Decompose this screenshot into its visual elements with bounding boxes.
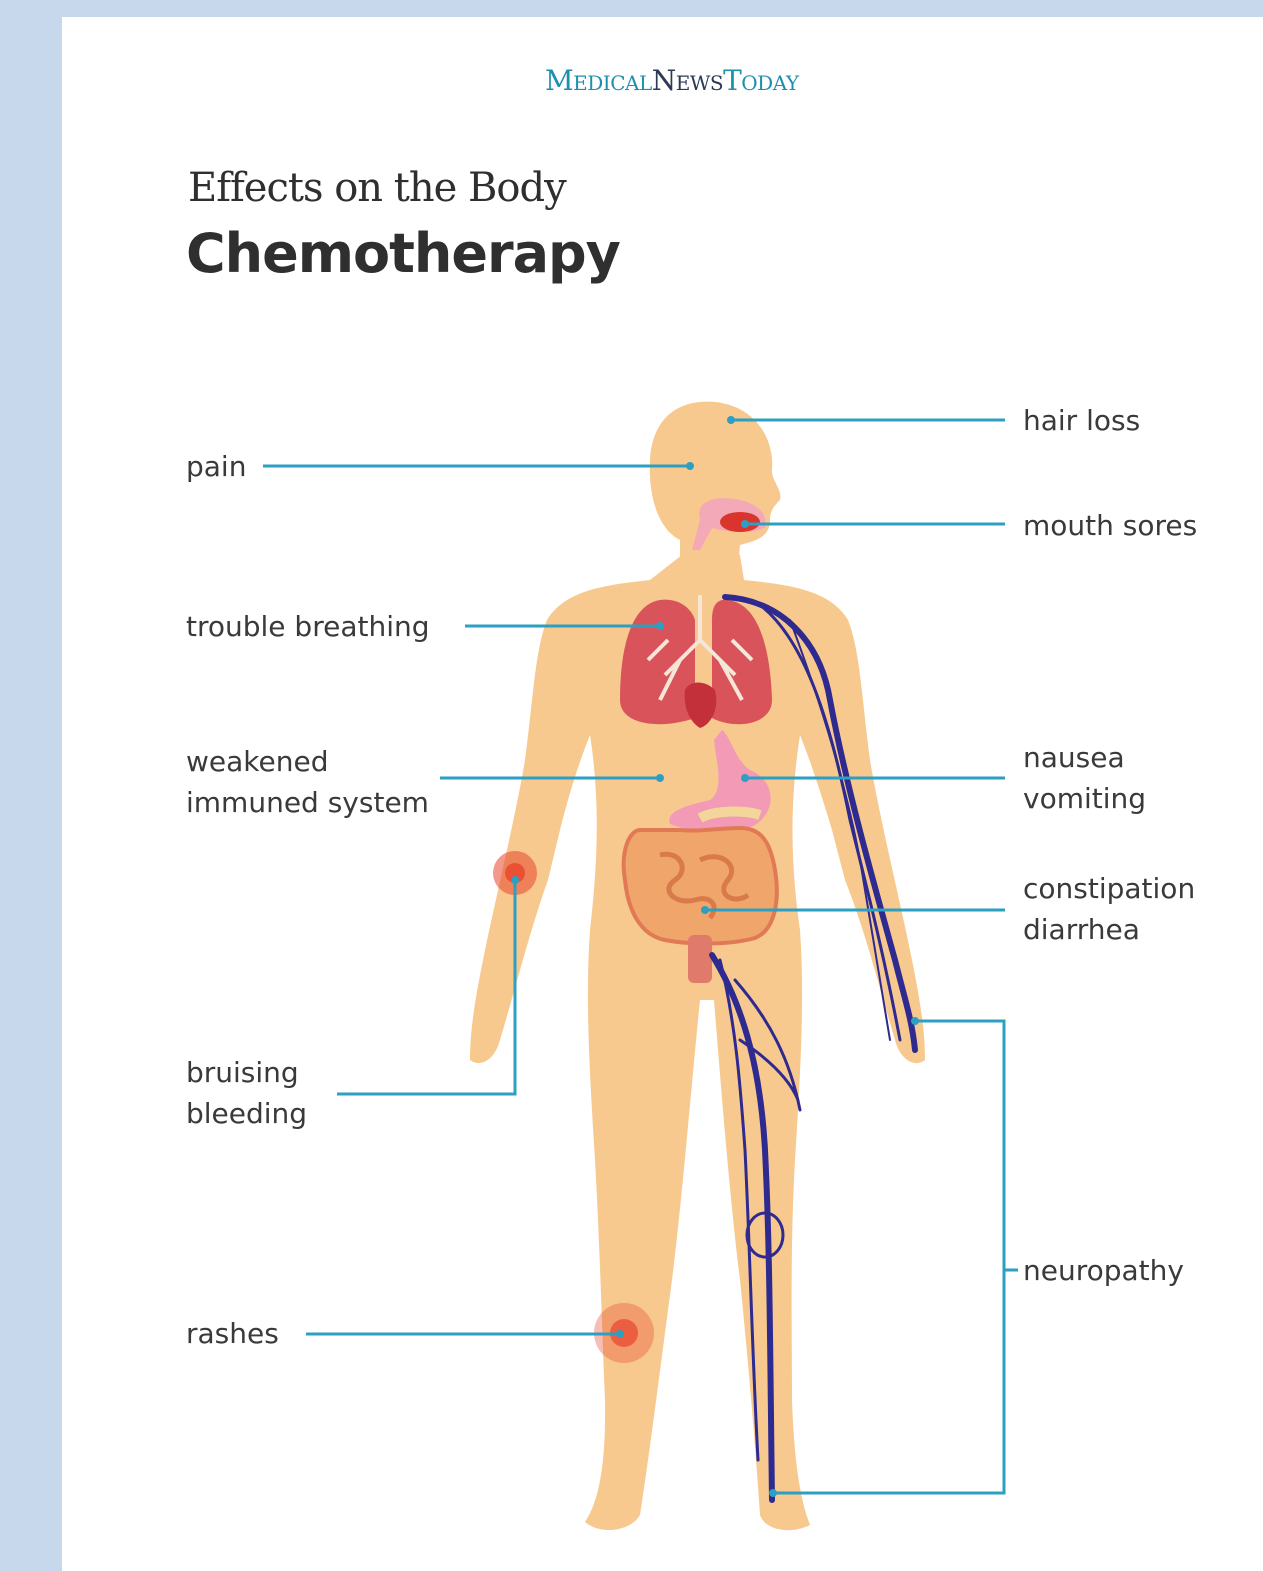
label-hair-loss: hair loss [1023,400,1140,441]
label-line: immuned system [186,782,429,823]
label-line: bleeding [186,1093,307,1134]
label-rashes: rashes [186,1313,279,1354]
leader-neuropathy [773,1021,1004,1493]
label-neuropathy: neuropathy [1023,1250,1184,1291]
label-bruising-bleeding: bruising bleeding [186,1052,307,1134]
mouth-sore-icon [720,512,760,532]
label-line: diarrhea [1023,909,1195,950]
label-line: constipation [1023,868,1195,909]
label-trouble-breathing: trouble breathing [186,606,430,647]
label-nausea-vomiting: nausea vomiting [1023,737,1146,819]
label-line: bruising [186,1052,307,1093]
label-line: vomiting [1023,778,1146,819]
label-line: weakened [186,741,429,782]
label-line: nausea [1023,737,1146,778]
label-pain: pain [186,446,246,487]
label-constipation-diarrhea: constipation diarrhea [1023,868,1195,950]
label-weakened-immuned-system: weakened immuned system [186,741,429,823]
label-mouth-sores: mouth sores [1023,505,1197,546]
